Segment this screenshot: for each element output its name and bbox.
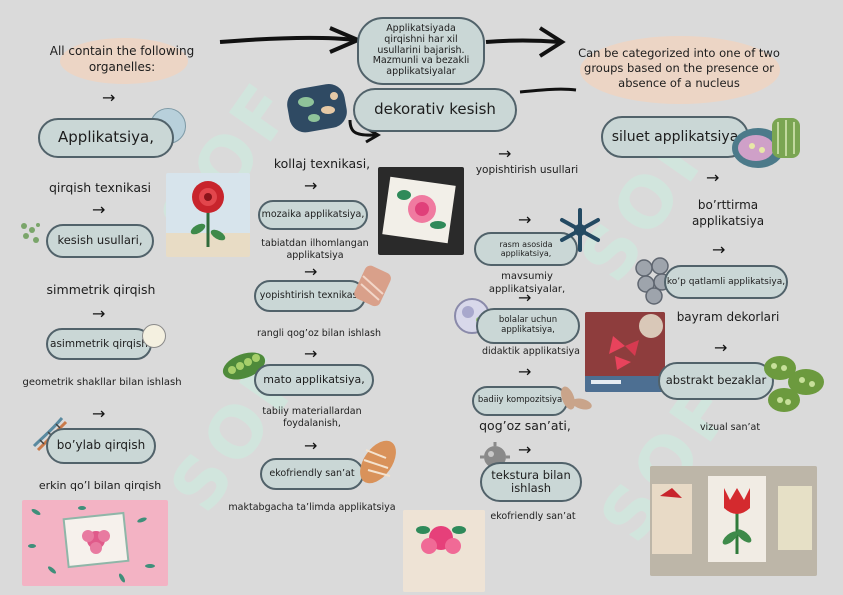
node-asimmetrik[interactable]: asimmetrik qirqish [46,328,152,360]
node-mozaika[interactable]: mozaika applikatsiya, [258,200,368,230]
rangli-label: rangli qog’oz bilan ishlash [246,328,392,340]
node-applikatsiya[interactable]: Applikatsiya, [38,118,174,158]
simmetrik-label: simmetrik qirqish [36,282,166,298]
arrow-icon: → [706,168,719,187]
arrow-icon: → [518,362,531,381]
arrow-icon: → [102,88,115,107]
star-icon [556,206,604,254]
didaktik-label: didaktik applikatsiya [472,346,590,358]
arrow-icon: → [518,440,531,459]
node-top-center[interactable]: Applikatsiyada qirqishni har xil usullar… [357,17,485,85]
categorized-label: Can be categorized into one of two group… [576,46,782,91]
arrow-icon: → [498,144,511,163]
arrow-icon: → [304,176,317,195]
kollaj-label: kollaj texnikasi, [262,156,382,172]
ekofriendly2-label: ekofriendly san’at [478,511,588,523]
arrow-icon: → [712,240,725,259]
cactus-icon [722,110,806,176]
organelles-label: All contain the following organelles: [48,44,196,75]
book-cover-image [585,312,665,392]
tabiatdan-label: tabiatdan ilhomlangan applikatsiya [252,238,378,262]
node-ekofriendly[interactable]: ekofriendly san’at [260,458,364,490]
node-kop-qatlamli[interactable]: ko’p qatlamli applikatsiya, [664,265,788,299]
borttirma-label: bo’rttirma applikatsiya [670,198,786,229]
arrow-icon: → [92,200,105,219]
leaf-pattern-icon [284,80,352,136]
dots-icon [18,220,44,246]
bayram-label: bayram dekorlari [666,310,790,326]
yopishtirish-usullari-label: yopishtirish usullari [468,164,586,178]
maktabgacha-label: maktabgacha ta’limda applikatsiya [228,502,396,514]
node-abstrakt[interactable]: abstrakt bezaklar [658,362,774,400]
pink-flower-card-image [403,510,485,592]
erkin-label: erkin qo’l bilan qirqish [30,479,170,493]
pink-flower-image [378,167,464,255]
node-boylab[interactable]: bo’ylab qirqish [46,428,156,464]
arrow-icon: → [518,288,531,307]
node-tekstura[interactable]: tekstura bilan ishlash [480,462,582,502]
arrow-icon: → [304,262,317,281]
patterned-leaf-icon [353,262,393,308]
pink-card-image [22,500,168,586]
arrow-icon: → [518,210,531,229]
node-yopishtirish-tex[interactable]: yopishtirish texnikasi [254,280,366,312]
node-mato[interactable]: mato applikatsiya, [254,364,374,396]
tabiiy-label: tabiiy materiallardan foydalanish, [254,406,370,430]
tulip-image [650,466,817,576]
arrow-icon: → [92,404,105,423]
node-bolalar[interactable]: bolalar uchun applikatsiya, [476,308,580,344]
arrow-icon: → [304,436,317,455]
qirqish-texnikasi-label: qirqish texnikasi [40,180,160,196]
node-kesish[interactable]: kesish usullari, [46,224,154,258]
node-dekorativ[interactable]: dekorativ kesish [353,88,517,132]
node-badiiy[interactable]: badiiy kompozitsiya [472,386,568,416]
arrow-icon: → [92,304,105,323]
arrow-icon: → [304,344,317,363]
qogoz-sanati-label: qog’oz san’ati, [470,418,580,434]
circle-icon [142,324,166,348]
geometrik-label: geometrik shakllar bilan ishlash [14,376,190,389]
bean-pods-icon [758,346,832,422]
red-flower-image [166,173,250,257]
striped-leaf-icon [352,436,404,488]
arrow-icon: → [714,338,727,357]
vizual-label: vizual san’at [680,422,780,434]
